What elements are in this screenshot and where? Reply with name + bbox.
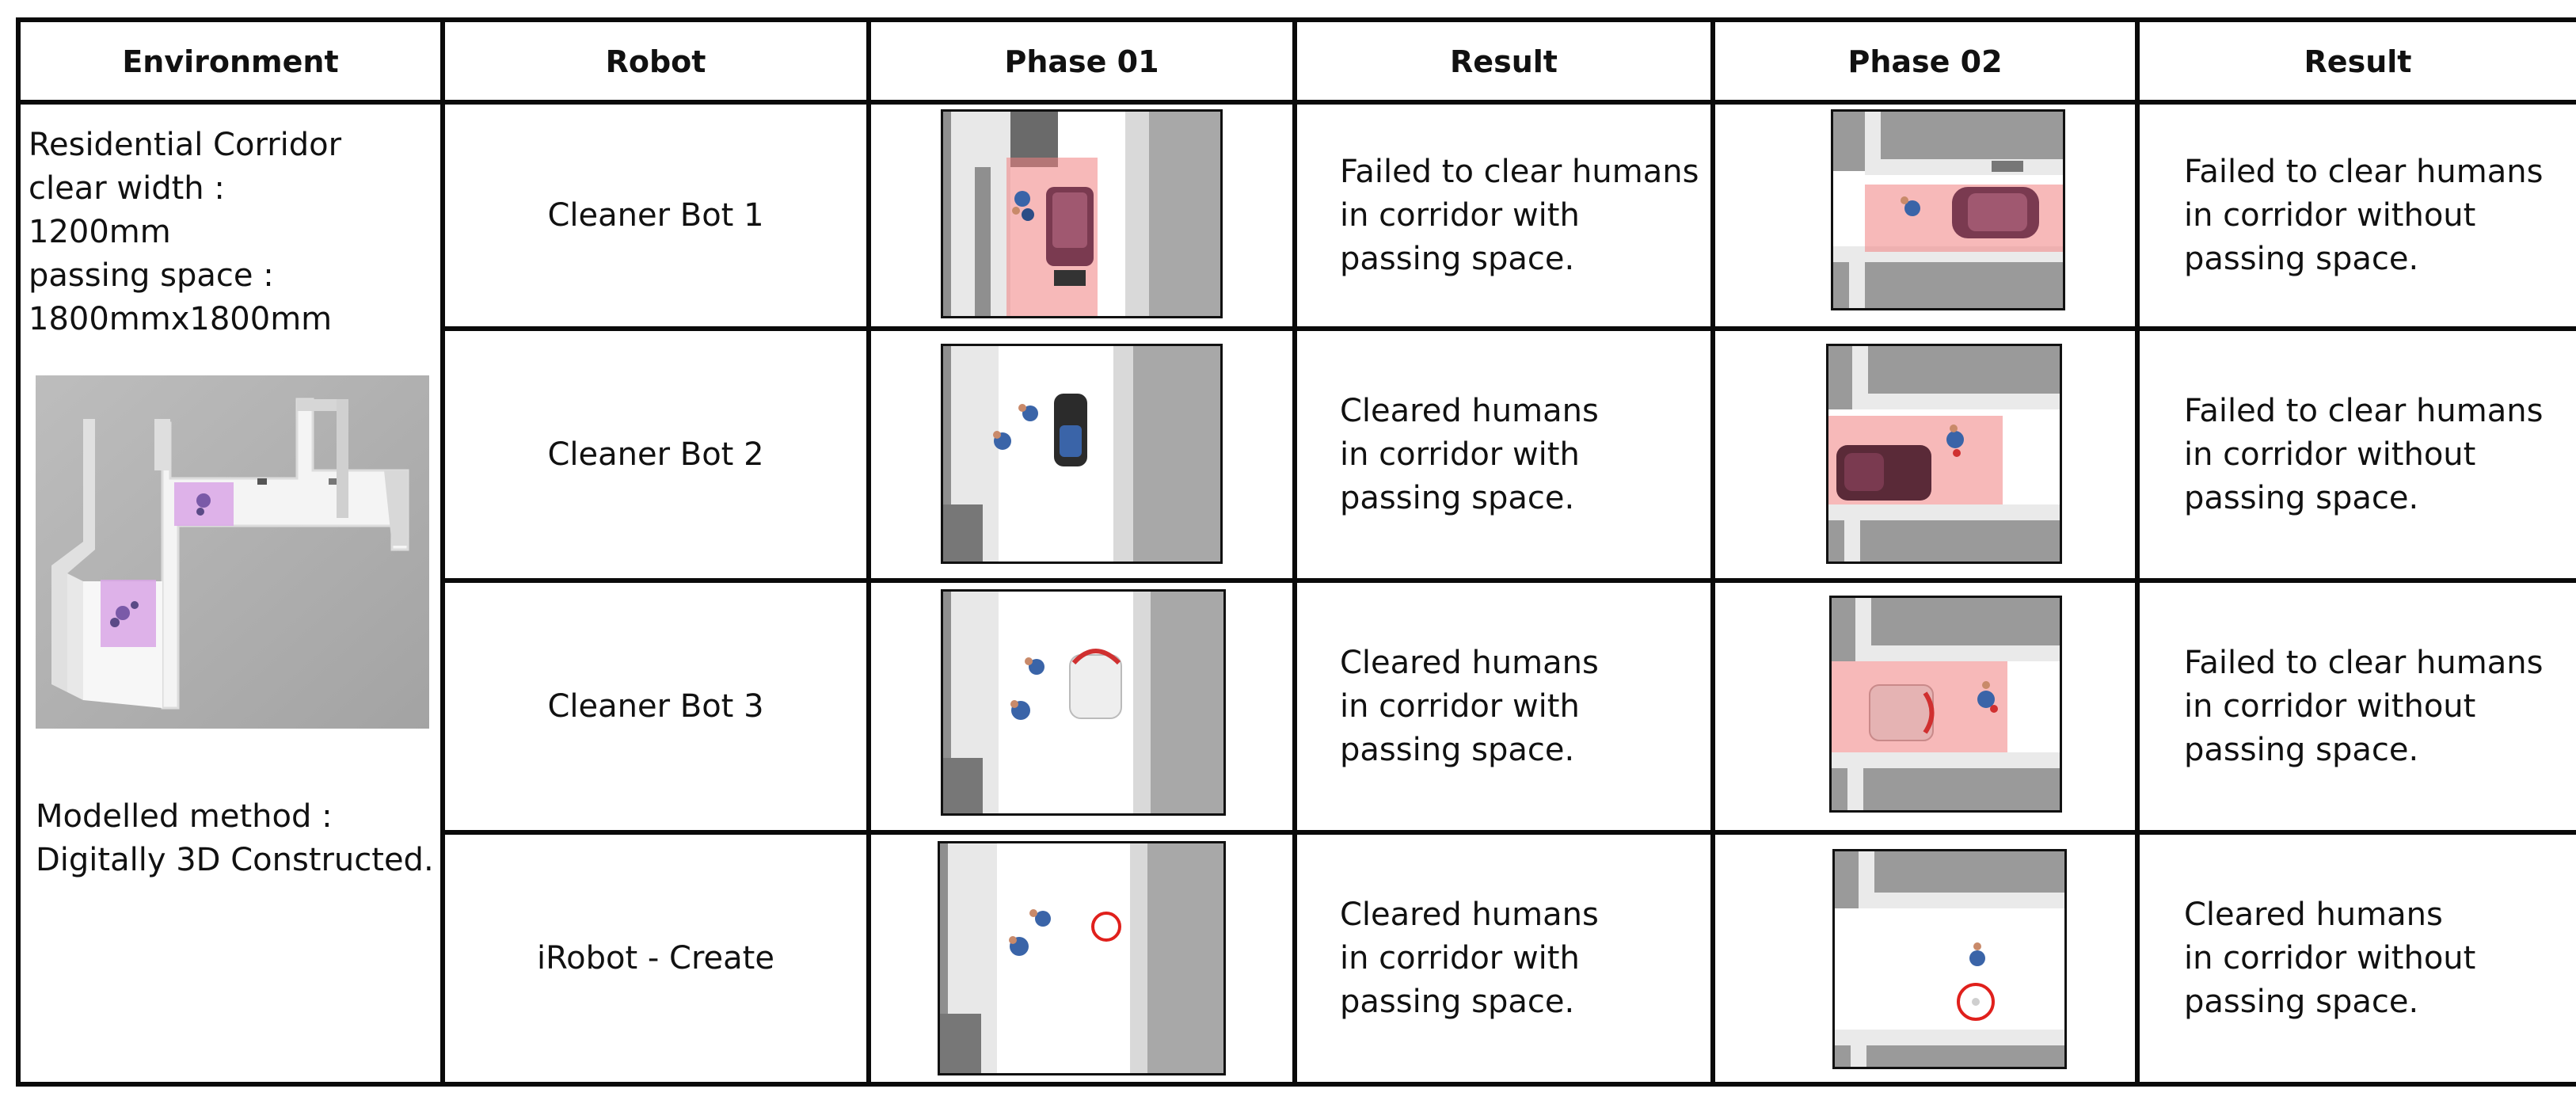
robot-cell: Cleaner Bot 1 [445,105,866,326]
header-result-1: Result [1450,44,1558,79]
robot-cell: iRobot - Create [445,835,866,1082]
phase01-image [941,344,1223,564]
result1-cell: Cleared humans in corridor with passing … [1297,583,1710,830]
result-text: Cleared humans in corridor without passi… [2184,893,2475,1024]
env-line: passing space : [29,257,274,294]
phase01-image [938,841,1226,1075]
result-text: Failed to clear humans in corridor witho… [2184,390,2543,520]
robot-name: Cleaner Bot 2 [547,436,764,473]
result-line: passing space. [2184,731,2419,768]
result-line: in corridor with [1340,436,1580,473]
phase02-image [1829,596,2062,813]
phase02-image [1826,344,2062,564]
header-robot: Robot [605,44,706,79]
env-line: 1800mmx1800mm [29,301,333,337]
result-line: in corridor with [1340,196,1580,234]
result-line: in corridor with [1340,687,1580,725]
result1-cell: Cleared humans in corridor with passing … [1297,835,1710,1082]
result2-cell: Cleared humans in corridor without passi… [2140,835,2576,1082]
header-phase01: Phase 01 [1004,44,1159,79]
result-line: passing space. [1340,479,1575,516]
result-line: in corridor without [2184,196,2476,234]
result-line: in corridor without [2184,939,2476,976]
col-divider-4 [1710,17,1715,1087]
result-line: Cleared humans [2184,896,2443,933]
robot-name: iRobot - Create [537,940,774,976]
col-divider-5 [2135,17,2140,1087]
col-divider-0 [16,17,21,1087]
env-line: Residential Corridor [29,127,342,163]
method-line: Digitally 3D Constructed. [36,842,434,878]
result2-cell: Failed to clear humans in corridor witho… [2140,331,2576,578]
result-text: Cleared humans in corridor with passing … [1340,390,1599,520]
phase01-image [941,109,1223,318]
result-line: Failed to clear humans [2184,153,2544,190]
result-text: Cleared humans in corridor with passing … [1340,641,1599,772]
result-text: Failed to clear humans in corridor witho… [2184,641,2543,772]
col-divider-1 [440,17,445,1087]
col-divider-3 [1292,17,1297,1087]
env-line: 1200mm [29,214,171,250]
result-text: Cleared humans in corridor with passing … [1340,893,1599,1024]
result-line: passing space. [2184,479,2419,516]
environment-description: Residential Corridor clear width : 1200m… [29,124,341,341]
header-result-2: Result [2304,44,2412,79]
result-line: in corridor without [2184,436,2476,473]
result-line: Cleared humans [1340,644,1599,681]
corridor-layout-image [36,375,429,729]
result2-cell: Failed to clear humans in corridor witho… [2140,105,2576,326]
result-line: Failed to clear humans [2184,644,2544,681]
result-line: in corridor without [2184,687,2476,725]
header-phase02: Phase 02 [1847,44,2003,79]
robot-cell: Cleaner Bot 3 [445,583,866,830]
robot-cell: Cleaner Bot 2 [445,331,866,578]
row-divider-2 [443,578,2576,583]
result1-cell: Cleared humans in corridor with passing … [1297,331,1710,578]
robot-name: Cleaner Bot 3 [547,688,764,725]
result-text: Failed to clear humans in corridor witho… [2184,150,2543,281]
env-line: clear width : [29,170,225,207]
result2-cell: Failed to clear humans in corridor witho… [2140,583,2576,830]
phase02-image [1832,849,2067,1069]
method-line: Modelled method : [36,798,333,835]
header-environment: Environment [122,44,339,79]
result-line: passing space. [2184,983,2419,1020]
row-divider-1 [443,326,2576,331]
phase02-image [1831,109,2065,310]
result-line: passing space. [1340,240,1575,277]
phase01-image [941,589,1226,816]
result-line: Cleared humans [1340,392,1599,429]
result-line: passing space. [2184,240,2419,277]
robot-name: Cleaner Bot 1 [547,197,764,234]
results-table: Environment Robot Phase 01 Result Phase … [16,17,2576,1087]
result-line: Failed to clear humans [2184,392,2544,429]
result-line: Failed to clear humans [1340,153,1699,190]
result1-cell: Failed to clear humans in corridor with … [1297,105,1710,326]
result-line: passing space. [1340,731,1575,768]
result-line: passing space. [1340,983,1575,1020]
result-line: in corridor with [1340,939,1580,976]
result-text: Failed to clear humans in corridor with … [1340,150,1699,281]
row-divider-3 [443,830,2576,835]
result-line: Cleared humans [1340,896,1599,933]
modelled-method: Modelled method : Digitally 3D Construct… [36,795,434,882]
col-divider-2 [866,17,871,1087]
